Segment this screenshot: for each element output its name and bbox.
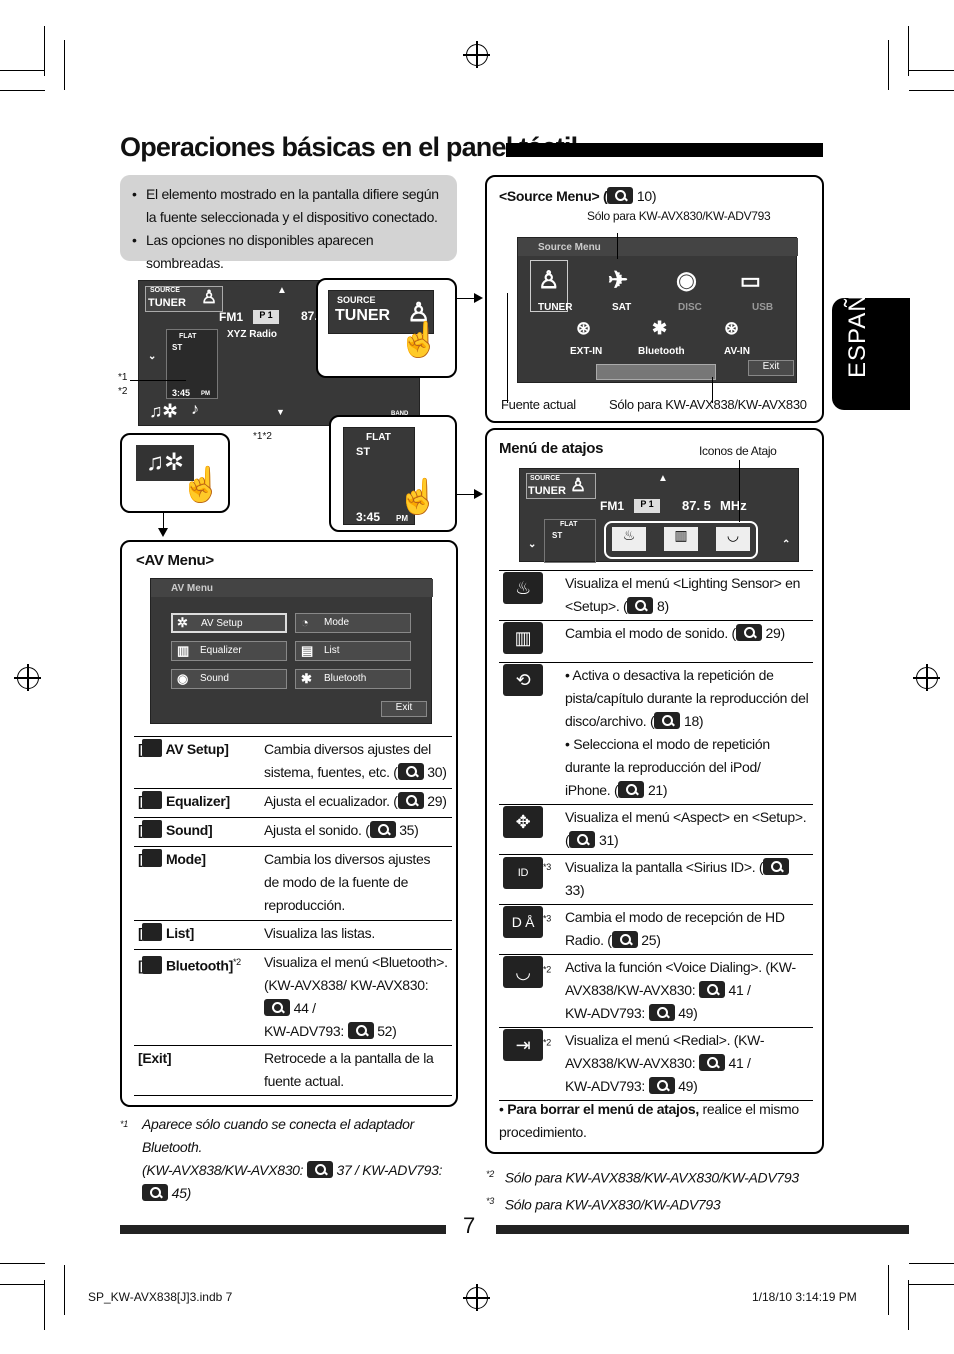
- note-item: Las opciones no disponibles aparecen som…: [132, 229, 447, 275]
- source-tuner[interactable]: TUNER: [538, 302, 573, 313]
- av-menu-table: [ AV Setup]Cambia diversos ajustes del s…: [134, 736, 452, 1096]
- page-title: Operaciones básicas en el panel táctil: [120, 132, 578, 162]
- zoom-source-box: SOURCE TUNER ♙ ☝: [316, 278, 457, 378]
- exit-button[interactable]: Exit: [381, 701, 427, 717]
- source-menu-screen: Source Menu ♙ ✈ ◉ ▭ TUNER SAT DISC USB ⊛…: [517, 237, 798, 383]
- av-menu-screen: AV Menu AV Setup Mode Equalizer List Sou…: [150, 578, 433, 724]
- mode-button[interactable]: Mode: [295, 613, 411, 633]
- zoom-av-icon-box: ♫✲ ☝: [120, 433, 230, 513]
- source-usb[interactable]: USB: [752, 302, 774, 313]
- av-menu-icon[interactable]: ♫✲: [149, 401, 178, 421]
- sound-button[interactable]: Sound: [171, 669, 287, 689]
- list-button[interactable]: List: [295, 641, 411, 661]
- av-setup-button[interactable]: AV Setup: [171, 613, 287, 633]
- delete-instruction: • Para borrar el menú de atajos, realice…: [499, 1101, 799, 1140]
- lighting-sensor-icon: ♨: [503, 572, 543, 604]
- repeat-icon: ⟲: [503, 664, 543, 696]
- notes-box: El elemento mostrado en la pantalla difi…: [120, 175, 457, 271]
- language-tab: ESPAÑOL: [832, 259, 910, 410]
- hd-radio-icon: D Å: [503, 906, 543, 938]
- source-ext-in[interactable]: EXT-IN: [570, 346, 603, 357]
- aspect-icon: ✥: [503, 806, 543, 838]
- source-disc[interactable]: DISC: [678, 302, 702, 313]
- bluetooth-button[interactable]: Bluetooth: [295, 669, 411, 689]
- note-item: El elemento mostrado en la pantalla difi…: [132, 183, 447, 229]
- shortcut-screen: SOURCE TUNER ♙ ▲ FM1 P 1 87. 5 MHz FLAT …: [519, 468, 799, 563]
- shortcut-voice-icon[interactable]: ◡: [716, 527, 750, 551]
- shortcut-menu-box: Menú de atajos Iconos de Atajo SOURCE TU…: [485, 428, 824, 1154]
- registration-mark-icon: [463, 41, 490, 68]
- footnote-left: *1 Aparece sólo cuando se conecta el ada…: [120, 1116, 443, 1201]
- print-date: 1/18/10 3:14:19 PM: [752, 1290, 857, 1304]
- sirius-id-icon: ID: [503, 856, 543, 889]
- exit-button[interactable]: Exit: [748, 360, 794, 376]
- zoom-flat-box: FLAT ST 3:45 PM ☝: [329, 415, 457, 532]
- sound-mode-icon: ▥: [503, 622, 543, 654]
- shortcut-lighting-icon[interactable]: ♨: [612, 527, 646, 551]
- source-menu-box: <Source Menu> ( 10) Sólo para KW-AVX830/…: [485, 175, 824, 423]
- registration-mark-icon: [913, 664, 940, 691]
- source-sat[interactable]: SAT: [612, 302, 632, 313]
- page-number: 7: [463, 1213, 476, 1238]
- source-bluetooth[interactable]: Bluetooth: [638, 346, 685, 357]
- hand-icon: ☝: [398, 321, 441, 359]
- shortcut-table: ♨Visualiza el menú <Lighting Sensor> en …: [499, 570, 813, 1101]
- print-file: SP_KW-AVX838[J]3.indb 7: [88, 1290, 233, 1304]
- title-bar: [506, 143, 823, 157]
- av-menu-box: <AV Menu> AV Menu AV Setup Mode Equalize…: [120, 540, 458, 1107]
- registration-mark-icon: [14, 664, 41, 691]
- equalizer-button[interactable]: Equalizer: [171, 641, 287, 661]
- registration-mark-icon: [463, 1284, 490, 1311]
- source-av-in[interactable]: AV-IN: [724, 346, 750, 357]
- footnotes-right: *2 Sólo para KW-AVX838/KW-AVX830/KW-ADV7…: [486, 1169, 799, 1213]
- redial-icon: ⇥: [503, 1029, 543, 1061]
- shortcut-icon[interactable]: ♪: [191, 401, 199, 418]
- voice-dialing-icon: ◡: [503, 956, 543, 988]
- shortcut-sound-icon[interactable]: ▥: [664, 527, 698, 551]
